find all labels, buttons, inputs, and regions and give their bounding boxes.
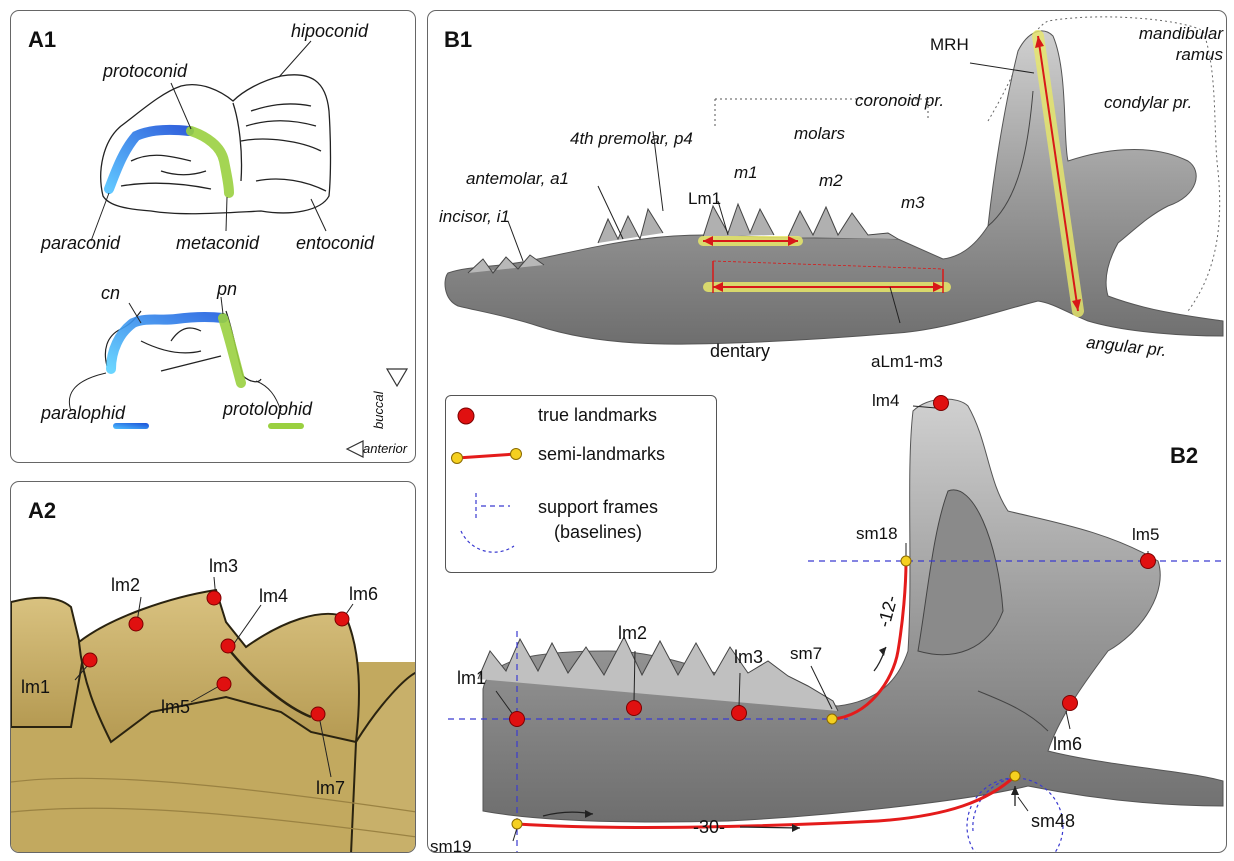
panel-label-a1: A1 — [28, 27, 56, 53]
b2-lm3-point — [732, 706, 747, 721]
b2-label-sm7: sm7 — [790, 644, 822, 664]
b2-lm1-point — [510, 712, 525, 727]
b2-lm4-point — [934, 396, 949, 411]
label-paralophid: paralophid — [41, 403, 125, 424]
b1-label-alm1-m3: aLm1-m3 — [871, 352, 943, 372]
b2-sm18-point — [901, 556, 911, 566]
panel-label-a2: A2 — [28, 498, 56, 524]
label-paraconid: paraconid — [41, 233, 120, 254]
b1-label-coronoid: coronoid pr. — [855, 91, 944, 111]
panel-label-b2: B2 — [1170, 443, 1198, 469]
b2-lm5-point — [1141, 554, 1156, 569]
a2-label-lm7: lm7 — [316, 778, 345, 799]
legend-semi-landmark-symbol-left — [452, 453, 463, 464]
legend-support-frames: support frames — [538, 497, 658, 518]
b2-label-thirty: -30- — [693, 817, 725, 838]
b1-label-mandibular-ramus: mandibular ramus — [1118, 23, 1223, 65]
b2-label-lm6: lm6 — [1053, 734, 1082, 755]
a2-label-lm2: lm2 — [111, 575, 140, 596]
b1-label-antemolar: antemolar, a1 — [466, 169, 569, 189]
legend-semi-landmark-symbol-right — [511, 449, 522, 460]
label-hipoconid: hipoconid — [291, 21, 368, 42]
a2-label-lm1: lm1 — [21, 677, 50, 698]
b2-label-lm2: lm2 — [618, 623, 647, 644]
label-entoconid: entoconid — [296, 233, 374, 254]
panel-a1: A1 protoconid hipoconid paraconid metaco… — [10, 10, 416, 463]
label-protoconid: protoconid — [103, 61, 187, 82]
b2-sm48-point — [1010, 771, 1020, 781]
a2-label-lm3: lm3 — [209, 556, 238, 577]
b2-label-lm5: lm5 — [1132, 525, 1159, 545]
b2-lm2-point — [627, 701, 642, 716]
b1-label-m3: m3 — [901, 193, 925, 213]
b1-label-m2: m2 — [819, 171, 843, 191]
b1-label-mrh: MRH — [930, 35, 969, 55]
a2-landmark-points — [11, 482, 416, 853]
b2-label-sm19: sm19 — [430, 837, 472, 853]
label-buccal: buccal — [371, 391, 386, 429]
label-protolophid: protolophid — [223, 399, 312, 420]
a2-label-lm6: lm6 — [349, 584, 378, 605]
b2-label-sm18: sm18 — [856, 524, 898, 544]
b1-label-dentary: dentary — [710, 341, 770, 362]
b2-label-lm3: lm3 — [734, 647, 763, 668]
b1-label-molars: molars — [794, 124, 845, 144]
b1-label-m1: m1 — [734, 163, 758, 183]
label-anterior: anterior — [363, 441, 407, 456]
label-pn: pn — [217, 279, 237, 300]
b1-label-condylar: condylar pr. — [1104, 93, 1192, 113]
panel-label-b1: B1 — [444, 27, 472, 53]
b2-sm7-point — [827, 714, 837, 724]
b2-lm6-point — [1063, 696, 1078, 711]
a2-label-lm5: lm5 — [161, 697, 190, 718]
b1-label-incisor: incisor, i1 — [439, 207, 510, 227]
b2-sm19-point — [512, 819, 522, 829]
label-cn: cn — [101, 283, 120, 304]
b2-label-lm1: lm1 — [457, 668, 486, 689]
b2-label-lm4: lm4 — [872, 391, 899, 411]
legend-baselines: (baselines) — [554, 522, 642, 543]
a2-label-lm4: lm4 — [259, 586, 288, 607]
legend-true-landmark-symbol — [458, 408, 474, 424]
label-metaconid: metaconid — [176, 233, 259, 254]
b1-label-premolar: 4th premolar, p4 — [570, 129, 693, 149]
legend-semi-landmarks: semi-landmarks — [538, 444, 665, 465]
b1-label-lm1: Lm1 — [688, 189, 721, 209]
panel-a2: A2 lm1 lm2 lm3 lm4 lm5 lm6 lm7 — [10, 481, 416, 853]
legend: true landmarks semi-landmarks support fr… — [445, 395, 717, 573]
legend-true-landmarks: true landmarks — [538, 405, 657, 426]
b2-label-sm48: sm48 — [1031, 811, 1075, 832]
